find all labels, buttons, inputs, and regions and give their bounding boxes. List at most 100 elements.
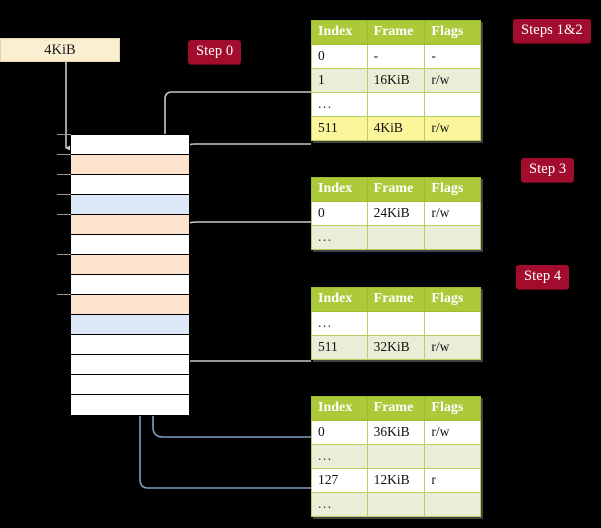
cell-index: 0 <box>311 201 368 226</box>
cell-flags: r/w <box>424 68 481 93</box>
table-row[interactable]: ... <box>311 225 481 250</box>
column-header-flags: Flags <box>424 287 481 312</box>
cell-frame <box>366 225 426 250</box>
memory-row-tick <box>57 154 71 155</box>
memory-frame-row <box>71 375 189 395</box>
table-row[interactable]: ... <box>311 92 481 117</box>
table-row[interactable]: ... <box>311 492 481 517</box>
column-header-index: Index <box>311 20 368 45</box>
ellipsis-marker: ... <box>318 96 333 111</box>
cell-flags <box>424 444 481 469</box>
cell-frame <box>366 444 426 469</box>
cell-frame <box>366 311 426 336</box>
wire-table0-entry-to-frame <box>180 143 311 250</box>
memory-frame-row <box>71 395 189 415</box>
column-header-flags: Flags <box>424 20 481 45</box>
memory-frame-row <box>71 255 189 275</box>
cell-index: 127 <box>311 468 368 493</box>
column-header-frame: Frame <box>366 287 426 312</box>
cell-flags <box>424 311 481 336</box>
cell-index: ... <box>311 92 368 117</box>
memory-frame-row <box>71 335 189 355</box>
cell-index: ... <box>311 311 368 336</box>
cell-index: 511 <box>311 116 368 141</box>
cell-frame <box>366 492 426 517</box>
step-label-step-4: Step 4 <box>516 265 570 289</box>
cell-flags: r/w <box>424 201 481 226</box>
step-label-steps-1-2: Steps 1&2 <box>513 19 591 43</box>
memory-row-tick <box>57 254 71 255</box>
cell-index: 0 <box>311 420 368 445</box>
wire-table1-entry-to-frame <box>178 221 311 290</box>
source-frame-box: 4KiB <box>0 38 120 62</box>
cell-frame: 32KiB <box>366 335 426 360</box>
column-header-frame: Frame <box>366 396 426 421</box>
step-label-step-3: Step 3 <box>521 158 575 182</box>
physical-memory-column <box>70 134 190 416</box>
memory-row-tick <box>57 194 71 195</box>
step-label-step-0: Step 0 <box>188 40 242 64</box>
column-header-index: Index <box>311 396 368 421</box>
cell-flags: - <box>424 44 481 69</box>
memory-frame-row <box>71 355 189 375</box>
memory-frame-row <box>71 235 189 255</box>
cell-frame: 12KiB <box>366 468 426 493</box>
cell-flags <box>424 225 481 250</box>
column-header-index: Index <box>311 287 368 312</box>
cell-frame <box>366 92 426 117</box>
column-header-index: Index <box>311 177 368 202</box>
cell-frame: 36KiB <box>366 420 426 445</box>
cell-frame: 4KiB <box>366 116 426 141</box>
cell-index: ... <box>311 444 368 469</box>
ellipsis-marker: ... <box>318 496 333 511</box>
cell-flags: r <box>424 468 481 493</box>
memory-frame-row <box>71 155 189 175</box>
memory-row-tick <box>57 174 71 175</box>
memory-frame-row <box>71 315 189 335</box>
memory-frame-row <box>71 175 189 195</box>
memory-row-tick <box>57 134 71 135</box>
cell-frame: 24KiB <box>366 201 426 226</box>
source-frame-label: 4KiB <box>44 41 76 58</box>
memory-frame-row <box>71 215 189 235</box>
cell-flags: r/w <box>424 116 481 141</box>
ellipsis-marker: ... <box>318 229 333 244</box>
table-row[interactable]: 0-- <box>311 44 481 69</box>
cell-index: 0 <box>311 44 368 69</box>
ellipsis-marker: ... <box>318 448 333 463</box>
memory-frame-row <box>71 295 189 315</box>
column-header-flags: Flags <box>424 396 481 421</box>
ellipsis-marker: ... <box>318 315 333 330</box>
cell-flags <box>424 92 481 117</box>
column-header-frame: Frame <box>366 177 426 202</box>
memory-row-tick <box>57 214 71 215</box>
cell-flags: r/w <box>424 420 481 445</box>
column-header-frame: Frame <box>366 20 426 45</box>
cell-flags: r/w <box>424 335 481 360</box>
table-row[interactable]: ... <box>311 444 481 469</box>
table-row[interactable]: ... <box>311 311 481 336</box>
cell-frame: 16KiB <box>366 68 426 93</box>
cell-frame: - <box>366 44 426 69</box>
cell-index: 1 <box>311 68 368 93</box>
cell-index: ... <box>311 225 368 250</box>
memory-frame-row <box>71 135 189 155</box>
column-header-flags: Flags <box>424 177 481 202</box>
cell-flags <box>424 492 481 517</box>
cell-index: 511 <box>311 335 368 360</box>
